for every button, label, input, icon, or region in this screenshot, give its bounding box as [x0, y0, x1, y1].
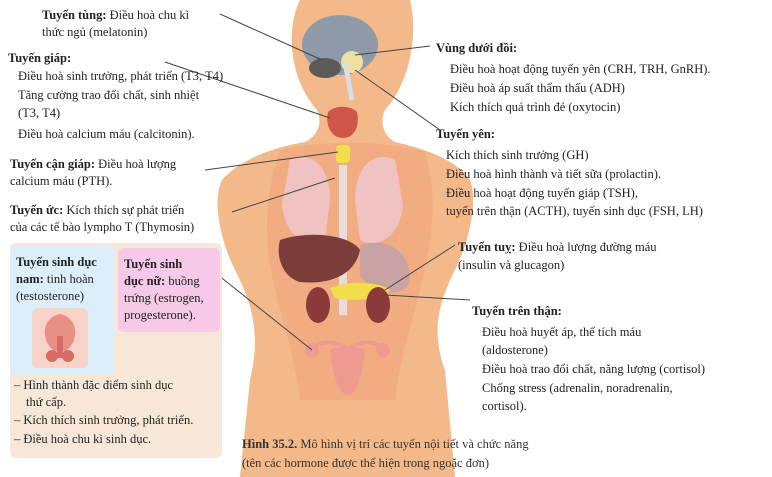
- pancreas-title: Tuyến tuỵ:: [458, 240, 516, 254]
- male-title-1: Tuyến sinh dục: [16, 255, 97, 269]
- adrenal-line-2: (aldosterone): [482, 343, 548, 357]
- adrenal-line-4: Chống stress (adrenalin, noradrenalin,: [482, 381, 673, 395]
- pointer-thymus: [231, 177, 336, 213]
- male-line-2: nam: tinh hoàn: [16, 271, 94, 287]
- female-text-1: buồng: [168, 274, 200, 288]
- female-text-3: progesterone).: [124, 308, 196, 322]
- uterus: [330, 346, 365, 395]
- female-title-2: dục nữ:: [124, 274, 166, 288]
- adrenal-title: Tuyến trên thận:: [472, 304, 562, 318]
- female-title-1: Tuyến sinh: [124, 257, 183, 271]
- parathyroid-label: Tuyến cận giáp: Điều hoà lượng: [10, 156, 176, 172]
- gonad-function-4: – Điều hoà chu kì sinh dục.: [14, 432, 152, 446]
- pointer-parathyroid: [204, 151, 339, 171]
- pointer-gonad: [217, 274, 313, 351]
- liver: [278, 234, 360, 283]
- parathyroid-gland: [336, 145, 350, 163]
- figure-caption-line-2: (tên các hormone được thể hiện trong ngo…: [242, 456, 489, 470]
- pineal-title: Tuyến tùng:: [42, 8, 107, 22]
- pineal-text: Điều hoà chu kì: [109, 8, 190, 22]
- stomach: [360, 242, 410, 293]
- hypothalamus-line-3: Kích thích quá trình đẻ (oxytocin): [450, 100, 621, 114]
- male-text-1: tinh hoàn: [46, 272, 94, 286]
- pineal-text2: thức ngủ (melatonin): [42, 25, 148, 39]
- caption-line-1-text: Mô hình vị trí các tuyến nội tiết và chứ…: [300, 437, 529, 451]
- figure-caption-line-1: Hình 35.2. Mô hình vị trí các tuyến nội …: [242, 436, 529, 453]
- pointer-hypothalamus: [354, 45, 431, 56]
- parathyroid-text2: calcium máu (PTH).: [10, 174, 113, 188]
- pancreas-label: Tuyến tuỵ: Điều hoà lượng đường máu: [458, 239, 657, 255]
- parathyroid-text: Điều hoà lượng: [98, 157, 177, 171]
- female-text-2: trứng (estrogen,: [124, 291, 204, 305]
- female-box: [118, 248, 220, 332]
- pointer-adrenal: [384, 294, 471, 301]
- pituitary-line-4: tuyến trên thận (ACTH), tuyến sinh dục (…: [446, 204, 703, 218]
- pointer-pituitary: [354, 69, 441, 131]
- thymus-text2: của các tế bào lympho T (Thymosin): [10, 220, 195, 234]
- male-text-2: (testosterone): [16, 289, 85, 303]
- gonad-function-3: – Kích thích sinh trưởng, phát triển.: [14, 413, 194, 427]
- thyroid-line-4: Điều hoà calcium máu (calcitonin).: [18, 127, 195, 141]
- hypothalamus-line-1: Điều hoà hoạt động tuyến yên (CRH, TRH, …: [450, 62, 711, 76]
- kidney-right: [366, 287, 390, 323]
- pineal-label: Tuyến tùng: Điều hoà chu kì: [42, 7, 189, 23]
- thyroid-line-1: Điều hoà sinh trưởng, phát triển (T3, T4…: [18, 69, 224, 83]
- pointer-thyroid: [164, 61, 331, 119]
- parathyroid-title: Tuyến cận giáp:: [10, 157, 95, 171]
- thyroid-line-2: Tăng cường trao đổi chất, sinh nhiệt: [18, 88, 200, 102]
- pituitary-line-1: Kích thích sinh trưởng (GH): [446, 148, 589, 162]
- cerebellum: [309, 58, 341, 78]
- female-line-2: dục nữ: buồng: [124, 273, 200, 289]
- thyroid-line-3: (T3, T4): [18, 106, 61, 120]
- pointer-pancreas: [384, 244, 456, 291]
- lung-left: [282, 156, 330, 244]
- thyroid-gland: [327, 106, 358, 138]
- pituitary-line-3: Điều hoà hoạt động tuyến giáp (TSH),: [446, 186, 638, 200]
- gonad-function-2: thứ cấp.: [26, 395, 67, 409]
- hypothalamus-line-2: Điều hoà áp suất thẩm thấu (ADH): [450, 81, 625, 95]
- thymus-label: Tuyến ức: Kích thích sự phát triển: [10, 202, 184, 218]
- thymus-text: Kích thích sự phát triển: [66, 203, 185, 217]
- fallopian-tubes: [310, 340, 385, 353]
- gonad-function-1: – Hình thành đặc điểm sinh dục: [14, 378, 173, 392]
- hypothalamus-title: Vùng dưới đồi:: [436, 41, 518, 55]
- thyroid-title: Tuyến giáp:: [8, 51, 72, 65]
- adrenal-line-5: cortisol).: [482, 399, 527, 413]
- brain-stem: [342, 61, 355, 101]
- male-title-2: nam:: [16, 272, 44, 286]
- thymus-title: Tuyến ức:: [10, 203, 64, 217]
- pancreas-text2: (insulin và glucagon): [458, 258, 565, 272]
- adrenal-line-3: Điều hoà trao đổi chất, năng lượng (cort…: [482, 362, 706, 376]
- pancreas-text: Điều hoà lượng đường máu: [518, 240, 657, 254]
- kidney-left: [306, 287, 330, 323]
- caption-bold: Hình 35.2.: [242, 437, 298, 451]
- pointer-pineal: [219, 13, 323, 61]
- male-reproductive-icon: [32, 308, 88, 368]
- pituitary-title: Tuyến yên:: [436, 127, 495, 141]
- pituitary-line-2: Điều hoà hình thành và tiết sữa (prolact…: [446, 167, 662, 181]
- adrenal-line-1: Điều hoà huyết áp, thể tích máu: [482, 325, 642, 339]
- lung-right: [355, 156, 403, 244]
